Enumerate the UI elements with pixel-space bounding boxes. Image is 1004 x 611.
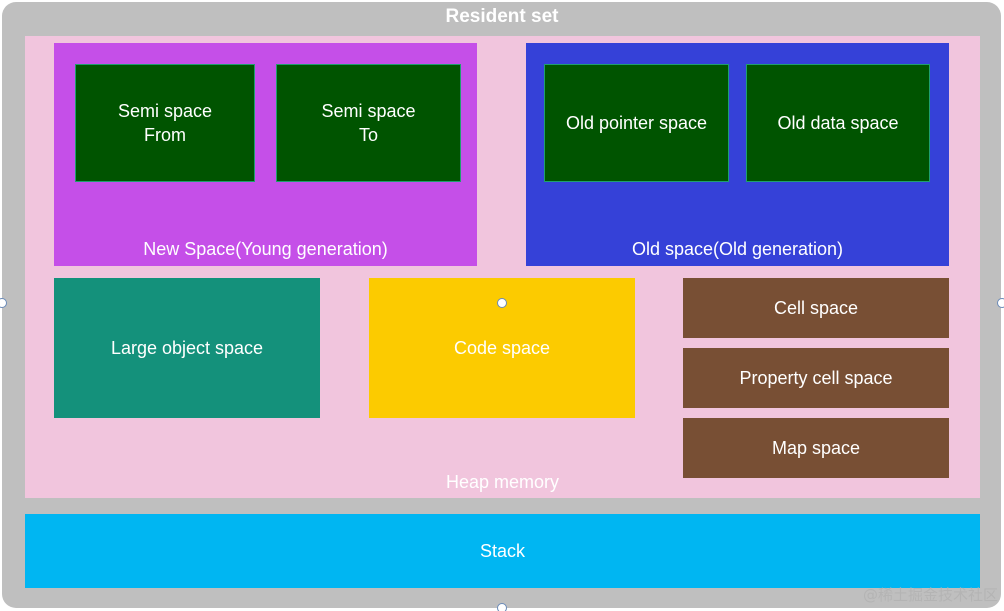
rotate-handle-center[interactable] (497, 298, 507, 308)
semi-space-from-block: Semi space From (75, 64, 255, 182)
watermark-text: @稀土掘金技术社区 (862, 586, 998, 604)
semi-space-to-block: Semi space To (276, 64, 461, 182)
semi-space-from-line2: From (143, 125, 186, 145)
large-object-space-label: Large object space (110, 337, 264, 358)
old-space-label: Old space(Old generation) (631, 239, 844, 259)
heap-memory-label: Heap memory (445, 472, 560, 492)
property-cell-space-label: Property cell space (739, 367, 893, 388)
stack-block: Stack (25, 514, 980, 588)
stack-label: Stack (479, 540, 526, 561)
property-cell-space-block: Property cell space (683, 348, 949, 408)
resident-set-label: Resident set (445, 6, 559, 27)
resize-handle-left[interactable] (0, 298, 7, 308)
resize-handle-right[interactable] (997, 298, 1004, 308)
code-space-label: Code space (453, 337, 551, 358)
semi-space-to-line2: To (358, 125, 378, 145)
resize-handle-bottom[interactable] (497, 603, 507, 611)
cell-space-block: Cell space (683, 278, 949, 338)
old-data-space-label: Old data space (777, 112, 899, 133)
semi-space-from-line1: Semi space (117, 100, 213, 121)
map-space-block: Map space (683, 418, 949, 478)
old-data-space-block: Old data space (746, 64, 930, 182)
old-pointer-space-label: Old pointer space (565, 112, 708, 133)
large-object-space-block: Large object space (54, 278, 320, 418)
map-space-label: Map space (771, 437, 861, 458)
cell-space-label: Cell space (773, 297, 859, 318)
semi-space-to-line1: Semi space (321, 100, 416, 121)
old-pointer-space-block: Old pointer space (544, 64, 729, 182)
new-space-label: New Space(Young generation) (143, 239, 388, 259)
